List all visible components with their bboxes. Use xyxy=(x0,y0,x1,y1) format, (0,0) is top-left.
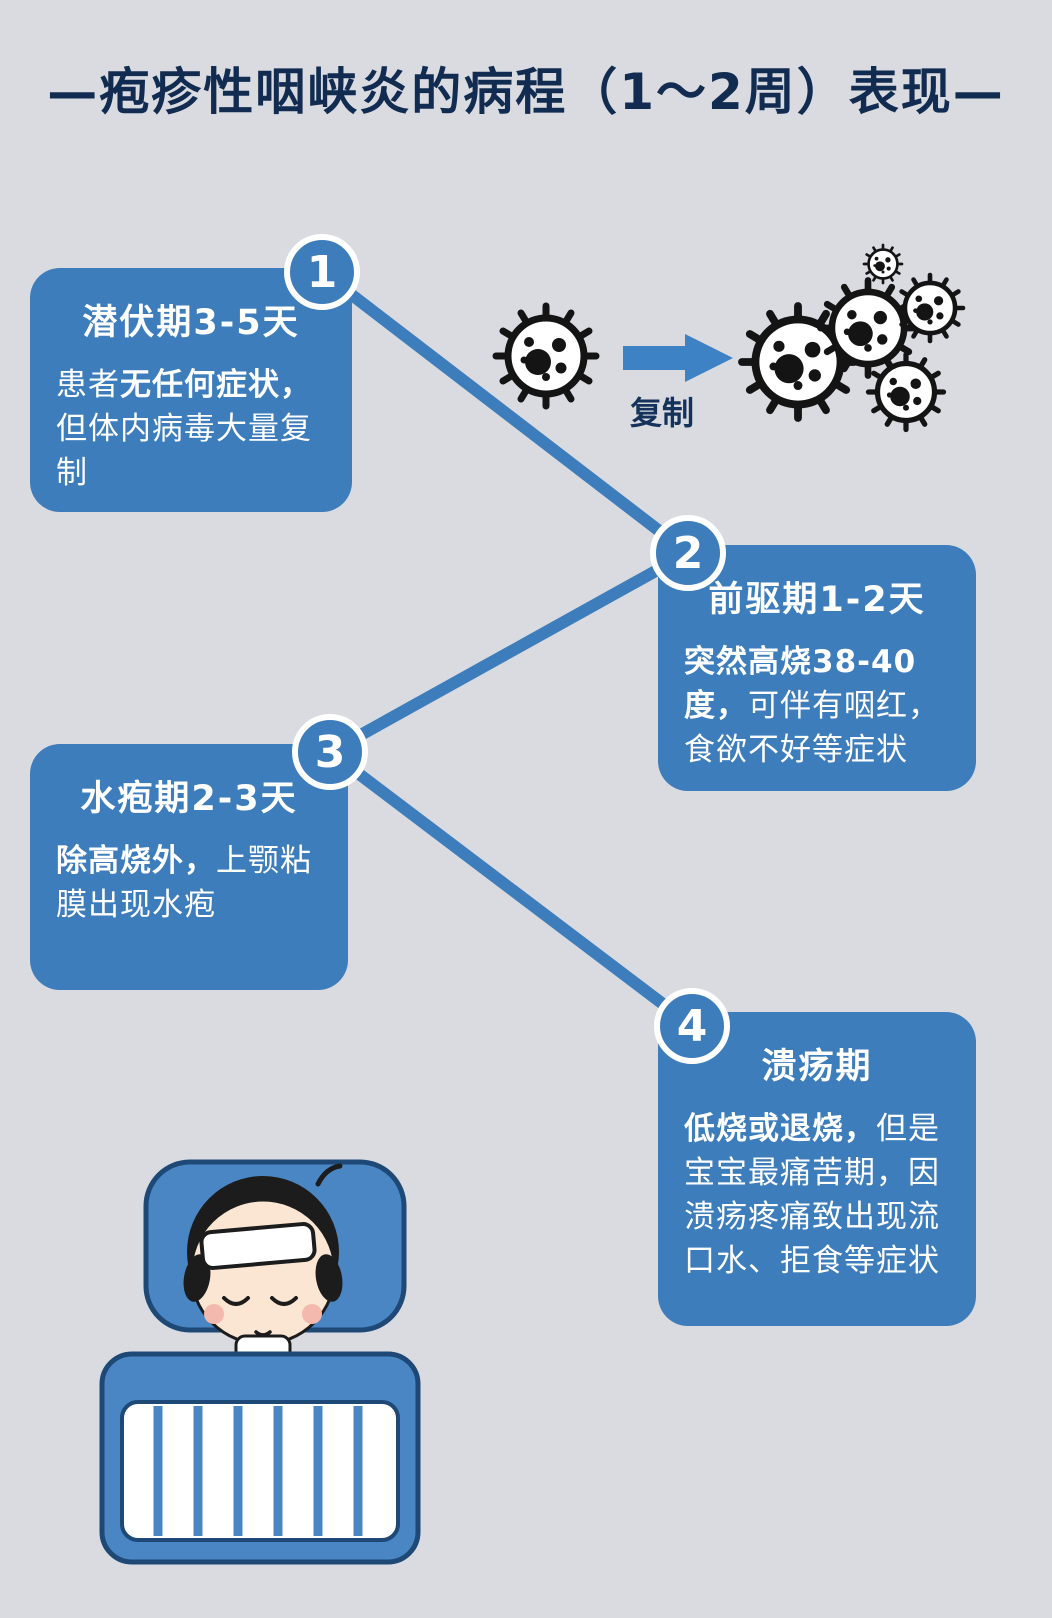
stage-body-bold: 无任何症状， xyxy=(120,367,312,403)
closed-eye-left xyxy=(222,1296,250,1306)
sheet-stripes xyxy=(153,1406,363,1536)
sleeping-child-illustration xyxy=(99,1159,421,1565)
fever-patch-icon xyxy=(199,1222,317,1270)
page-title: —疱疹性咽峡炎的病程（1～2周）表现— xyxy=(47,63,1005,121)
stage-body-segment: 可伴有咽红，食欲不好等症状 xyxy=(684,688,940,769)
stage-body-bold: 突然高烧38-40度， xyxy=(684,644,917,725)
stage-body-segment: 但体内病毒大量复制 xyxy=(56,411,312,492)
stage-card-incubation: 潜伏期3-5天 患者无任何症状， 但体内病毒大量复制 xyxy=(30,268,352,512)
bed-sheet xyxy=(120,1400,400,1542)
stage-card-ulcer: 溃疡期 低烧或退烧，但是宝宝最痛苦期，因溃疡疼痛致出现流口水、拒食等症状 xyxy=(658,1012,976,1326)
blush-left xyxy=(204,1304,224,1324)
stage-number-1: 1 xyxy=(284,234,360,310)
stage-card-prodromal: 前驱期1-2天 突然高烧38-40度，可伴有咽红，食欲不好等症状 xyxy=(658,545,976,791)
connector-3-4 xyxy=(324,746,698,1032)
connector-group xyxy=(316,266,698,1032)
virus-cluster-icon xyxy=(742,243,963,430)
stage-heading: 水疱期2-3天 xyxy=(80,779,298,819)
blush-right xyxy=(302,1304,322,1324)
replication-arrow-icon xyxy=(623,334,733,382)
closed-eye-right xyxy=(270,1296,298,1306)
stage-number-3: 3 xyxy=(292,714,368,790)
stage-body-segment: 患者 xyxy=(56,367,120,403)
stage-heading: 前驱期1-2天 xyxy=(708,580,926,620)
stage-body: 除高烧外，上颚粘膜出现水疱 xyxy=(56,839,322,927)
replication-label: 复制 xyxy=(629,394,694,432)
stage-body-segment: 上颚粘膜出现水疱 xyxy=(56,843,312,924)
virus-single-icon xyxy=(496,306,596,406)
stage-number-2: 2 xyxy=(650,515,726,591)
stage-number-4: 4 xyxy=(654,988,730,1064)
virus-replication-illustration xyxy=(478,243,990,460)
stage-heading: 潜伏期3-5天 xyxy=(82,303,300,343)
connector-1-2 xyxy=(316,266,694,559)
stage-card-vesicle: 水疱期2-3天 除高烧外，上颚粘膜出现水疱 xyxy=(30,744,348,990)
stage-body: 低烧或退烧，但是宝宝最痛苦期，因溃疡疼痛致出现流口水、拒食等症状 xyxy=(684,1107,950,1283)
bed xyxy=(99,1351,421,1565)
child-head xyxy=(183,1163,343,1346)
stage-heading: 溃疡期 xyxy=(761,1047,873,1087)
connector-2-3 xyxy=(324,547,694,758)
stage-body-bold: 低烧或退烧， xyxy=(684,1111,876,1147)
stage-body-segment: 但是宝宝最痛苦期，因溃疡疼痛致出现流口水、拒食等症状 xyxy=(684,1111,940,1280)
stage-body-bold: 除高烧外， xyxy=(56,843,216,879)
stage-body: 患者无任何症状， 但体内病毒大量复制 xyxy=(56,363,326,495)
stage-body: 突然高烧38-40度，可伴有咽红，食欲不好等症状 xyxy=(684,640,950,772)
